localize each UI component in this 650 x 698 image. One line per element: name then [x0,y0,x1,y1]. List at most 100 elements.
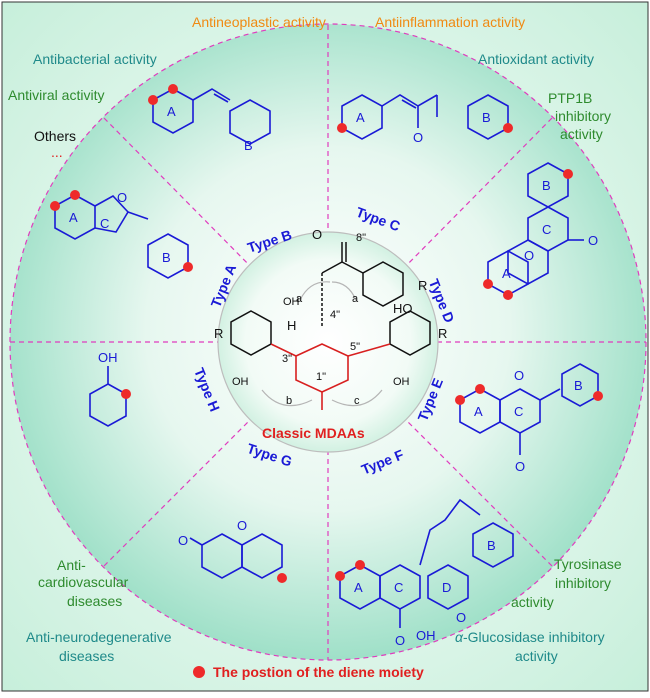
label-ellipsis: ... [51,144,63,160]
core-c5-label: 5" [350,341,360,353]
label-antineuro-1: Anti-neurodegenerative [26,629,172,645]
alpha-symbol: α [455,629,464,645]
glucosidase-text: -Glucosidase inhibitory [463,629,605,645]
label-tyrosinase-2: inhibitory [555,575,611,591]
core-c8-label: 8" [356,232,366,244]
label-antiinflammation: Antiinflammation activity [375,14,525,30]
pterocarpan-ring-a: A [354,580,363,595]
coumarin-carbonyl-o: O [178,533,188,548]
flavanone-ring-o: O [514,368,524,383]
core-bond-a2: a [352,293,359,305]
flavone-ring-b: B [542,178,551,193]
diene-dot [277,573,287,583]
core-c1-label: 1" [316,371,326,383]
flavanone-carbonyl-o: O [515,459,525,474]
sector-dividers [10,25,646,660]
diene-dot [121,389,131,399]
diene-dot [148,95,158,105]
stilbene-ring-a: A [167,104,176,119]
pterocarpan-o: O [456,610,466,625]
label-ptp1b-3: activity [560,126,603,142]
diene-dot [475,384,485,394]
diene-dot [337,123,347,133]
benzofuran-o: O [117,190,127,205]
diene-dot [183,262,193,272]
diene-dot [335,571,345,581]
diene-dot [503,123,513,133]
label-ptp1b-2: inhibitory [555,108,611,124]
pterocarpan-oh: OH [416,628,436,643]
flavone-ring-c: C [542,222,551,237]
label-glucosidase-2: activity [515,648,558,664]
core-c3-label: 3" [282,353,292,365]
label-antibacterial: Antibacterial activity [33,51,157,67]
diene-dot [563,169,573,179]
core-r-right: R [438,326,447,341]
core-bond-c: c [354,395,360,407]
core-structure: 8" 4" 3" 5" 1" a a b c H R R R HO OH OH … [214,227,447,441]
diene-dot [50,201,60,211]
chalcone-carbonyl-o: O [413,130,423,145]
pterocarpan-ring-c: C [394,580,403,595]
label-antineoplastic: Antineoplastic activity [192,14,326,30]
label-ptp1b-1: PTP1B [548,90,592,106]
label-anticardio-2: cardiovascular [38,574,129,590]
diene-dot [503,290,513,300]
stilbene-ring-b: B [244,138,253,153]
flavanone-ring-b: B [574,378,583,393]
label-tyrosinase-1: Tyrosinase [554,556,622,572]
pterocarpan-ring-d: D [442,580,451,595]
diene-dot [593,391,603,401]
label-anticardio-3: diseases [67,593,122,609]
core-bond-b: b [286,395,292,407]
benzofuran-ring-a: A [69,210,78,225]
core-circle [217,231,439,453]
diene-dot [355,560,365,570]
core-oh-right: OH [393,376,410,388]
label-anticardio-1: Anti- [57,557,86,573]
label-glucosidase-1: α-Glucosidase inhibitory [455,629,605,645]
flavanone-ring-a: A [474,404,483,419]
core-o-label: O [312,227,322,242]
core-c4-label: 4" [330,309,340,321]
flavone-ring-a: A [502,266,511,281]
coumarin-structure [189,533,283,579]
core-bond-a1: a [296,293,303,305]
diene-dot [455,395,465,405]
pterocarpan-carbonyl-o: O [395,633,405,648]
legend-dot [193,666,205,678]
label-antineuro-2: diseases [59,648,114,664]
benzofuran-structure [54,194,189,279]
label-tyrosinase-3: activity [511,594,554,610]
core-r-left: R [214,326,223,341]
legend-text: The postion of the diene moiety [213,664,424,680]
label-antioxidant: Antioxidant activity [478,51,594,67]
flavone-ring-o: O [524,248,534,263]
label-others: Others [34,128,76,144]
flavone-carbonyl-o: O [588,233,598,248]
core-oh-top: OH [283,296,300,308]
chalcone-structure [341,94,509,140]
chalcone-ring-a: A [356,110,365,125]
ring-labels: A B A B O B C A O O A C O B OH A C B O O… [69,104,598,648]
diene-dot [168,84,178,94]
diene-markers [50,84,603,583]
phenol-oh: OH [98,350,118,365]
core-ho-label: HO [393,301,413,316]
pterocarpan-ring-b: B [487,538,496,553]
benzofuran-ring-b: B [162,250,171,265]
core-oh-left: OH [232,376,249,388]
diene-dot [70,190,80,200]
coumarin-ring-o: O [237,518,247,533]
benzofuran-ring-c: C [100,216,109,231]
flavanone-ring-c: C [514,404,523,419]
core-title: Classic MDAAs [262,425,365,441]
core-h-label: H [287,318,296,333]
core-r-top: R [418,278,427,293]
label-antiviral: Antiviral activity [8,87,104,103]
legend: The postion of the diene moiety [193,664,424,680]
diene-dot [483,279,493,289]
chalcone-ring-b: B [482,110,491,125]
